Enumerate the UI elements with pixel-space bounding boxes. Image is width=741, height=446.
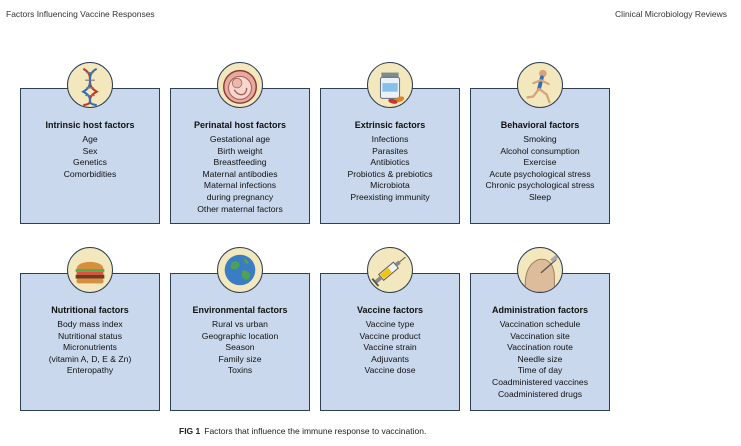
panel-behavioral-factors: Behavioral factors Smoking Alcohol consu…: [470, 88, 610, 224]
list-item: Vaccine type: [365, 319, 415, 329]
list-item: Vaccine dose: [364, 365, 416, 376]
panel-title: Environmental factors: [192, 305, 288, 315]
list-item: Time of day: [517, 365, 563, 376]
list-item: Probiotics & prebiotics: [347, 168, 433, 179]
list-item: Vaccination schedule: [499, 319, 581, 329]
list-item: Coadministered vaccines: [491, 376, 588, 387]
panel-extrinsic-factors: Extrinsic factors Infections Parasites A…: [320, 88, 460, 224]
list-item: Sex: [82, 145, 98, 156]
list-item: Alcohol consumption: [500, 145, 580, 156]
panel-administration-factors: Administration factors Vaccination sched…: [470, 273, 610, 411]
list-item: Nutritional status: [57, 330, 122, 341]
factor-list: Body mass index Nutritional status Micro…: [21, 319, 159, 377]
list-item: Body mass index: [57, 319, 123, 329]
list-item: Preexisting immunity: [350, 191, 430, 202]
list-item: Coadministered drugs: [497, 388, 583, 399]
panel-title: Vaccine factors: [356, 305, 424, 315]
dna-icon: [67, 62, 113, 108]
list-item: Maternal antibodies: [202, 168, 278, 179]
factor-list: Gestational age Birth weight Breastfeedi…: [171, 134, 309, 215]
factor-list: Vaccine type Vaccine product Vaccine str…: [321, 319, 459, 377]
list-item: Geographic location: [201, 330, 279, 341]
burger-icon: [67, 247, 113, 293]
running-header-title: Factors Influencing Vaccine Responses: [6, 9, 155, 19]
list-item: Rural vs urban: [212, 319, 268, 329]
list-item: Family size: [218, 353, 262, 364]
list-item: Enteropathy: [66, 365, 114, 376]
factor-list: Vaccination schedule Vaccination site Va…: [471, 319, 609, 400]
pill-bottle-icon: [367, 62, 413, 108]
globe-icon: [217, 247, 263, 293]
panel-title: Administration factors: [491, 305, 588, 315]
list-item: Age: [82, 134, 98, 144]
list-item: Chronic psychological stress: [485, 180, 595, 191]
injection-arm-icon: [517, 247, 563, 293]
list-item: Acute psychological stress: [489, 168, 591, 179]
panel-nutritional-factors: Nutritional factors Body mass index Nutr…: [20, 273, 160, 411]
list-item: Exercise: [523, 157, 557, 168]
panel-intrinsic-host-factors: Intrinsic host factors Age Sex Genetics …: [20, 88, 160, 224]
list-item: (vitamin A, D, E & Zn): [48, 353, 132, 364]
figure-label: FIG 1: [179, 426, 201, 436]
panel-environmental-factors: Environmental factors Rural vs urban Geo…: [170, 273, 310, 411]
panel-title: Intrinsic host factors: [45, 120, 135, 130]
list-item: Antibiotics: [370, 157, 410, 168]
panel-title: Behavioral factors: [500, 120, 580, 130]
factor-list: Infections Parasites Antibiotics Probiot…: [321, 134, 459, 204]
list-item: Breastfeeding: [213, 157, 267, 168]
list-item: Micronutrients: [63, 342, 117, 353]
list-item: during pregnancy: [206, 191, 274, 202]
list-item: Birth weight: [217, 145, 263, 156]
list-item: Sleep: [529, 191, 551, 202]
list-item: Gestational age: [209, 134, 271, 144]
list-item: Vaccination route: [507, 342, 573, 353]
list-item: Vaccine strain: [363, 342, 417, 353]
syringe-icon: [367, 247, 413, 293]
list-item: Season: [225, 342, 255, 353]
list-item: Maternal infections: [203, 180, 277, 191]
list-item: Vaccination site: [510, 330, 570, 341]
panel-title: Extrinsic factors: [354, 120, 426, 130]
panel-perinatal-host-factors: Perinatal host factors Gestational age B…: [170, 88, 310, 224]
list-item: Genetics: [73, 157, 107, 168]
list-item: Comorbidities: [63, 168, 117, 179]
list-item: Microbiota: [370, 180, 410, 191]
fetus-icon: [217, 62, 263, 108]
list-item: Vaccine product: [359, 330, 421, 341]
panel-title: Nutritional factors: [51, 305, 129, 315]
list-item: Adjuvants: [371, 353, 409, 364]
journal-name: Clinical Microbiology Reviews: [615, 9, 727, 19]
list-item: Parasites: [372, 145, 408, 156]
list-item: Toxins: [227, 365, 253, 376]
factor-list: Age Sex Genetics Comorbidities: [21, 134, 159, 180]
panel-title: Perinatal host factors: [193, 120, 287, 130]
list-item: Needle size: [517, 353, 563, 364]
panel-vaccine-factors: Vaccine factors Vaccine type Vaccine pro…: [320, 273, 460, 411]
runner-icon: [517, 62, 563, 108]
list-item: Infections: [371, 134, 409, 144]
factor-list: Rural vs urban Geographic location Seaso…: [171, 319, 309, 377]
factor-list: Smoking Alcohol consumption Exercise Acu…: [471, 134, 609, 204]
list-item: Smoking: [523, 134, 557, 144]
list-item: Other maternal factors: [197, 203, 283, 214]
figure-caption-text: Factors that influence the immune respon…: [204, 426, 427, 436]
